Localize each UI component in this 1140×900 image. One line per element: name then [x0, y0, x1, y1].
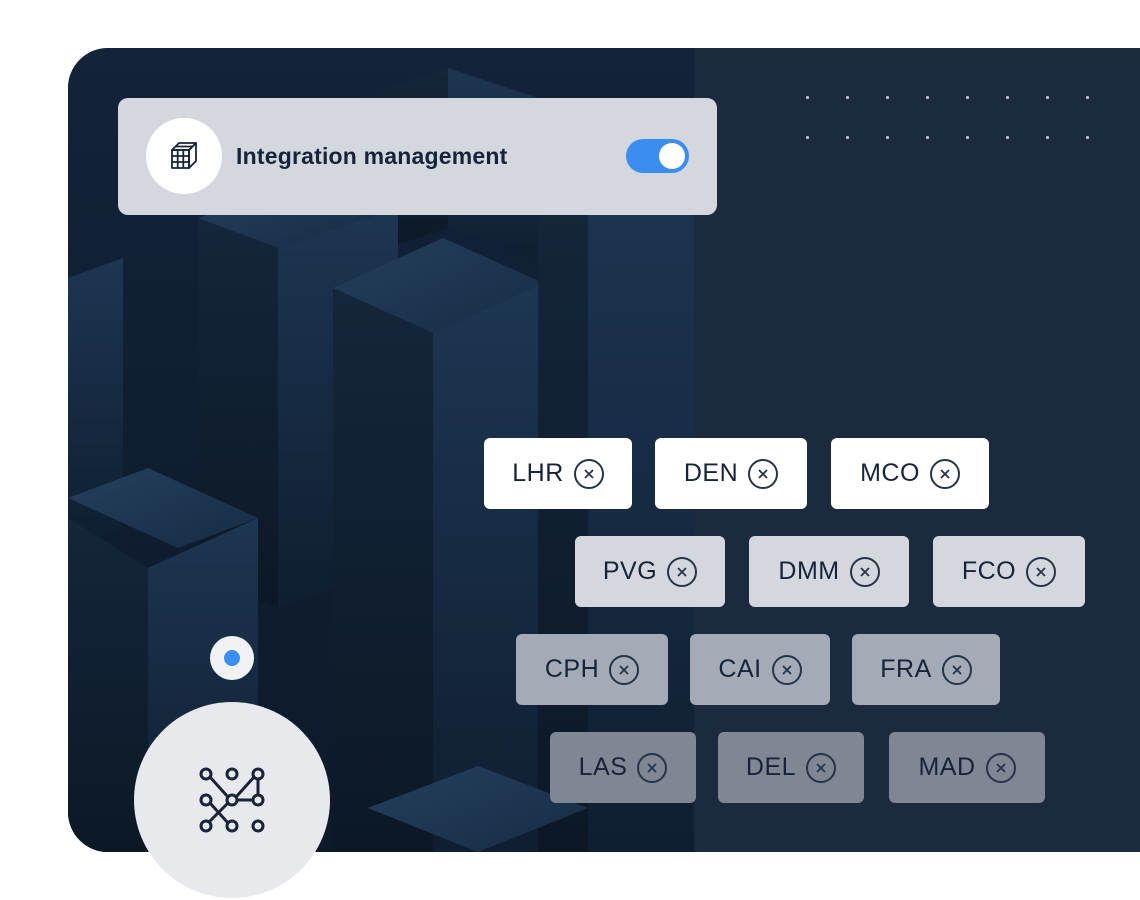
close-icon[interactable] [748, 458, 779, 489]
close-icon[interactable] [573, 458, 604, 489]
chip-label: LAS [578, 753, 628, 781]
chip-label: CPH [544, 655, 600, 683]
close-icon[interactable] [806, 752, 837, 783]
chip-label: FCO [961, 557, 1017, 585]
integration-management-card: Integration management [118, 98, 717, 215]
status-dot-inner [224, 650, 240, 666]
close-icon[interactable] [941, 654, 972, 685]
cube-icon [171, 142, 197, 169]
chip-label: DMM [778, 557, 840, 585]
integration-title: Integration management [236, 143, 508, 169]
chip-label: MCO [860, 459, 920, 487]
close-icon[interactable] [849, 556, 880, 587]
chip-label: PVG [602, 557, 658, 585]
close-icon[interactable] [637, 752, 668, 783]
close-icon[interactable] [667, 556, 698, 587]
chip-mad[interactable]: MAD [889, 732, 1045, 803]
network-badge [134, 702, 330, 898]
chip-label: MAD [918, 753, 976, 781]
close-icon[interactable] [771, 654, 802, 685]
status-dot [210, 636, 254, 680]
chip-lhr[interactable]: LHR [484, 438, 632, 509]
network-nodes-icon [199, 767, 265, 833]
chip-las[interactable]: LAS [550, 732, 696, 803]
close-icon[interactable] [609, 654, 640, 685]
chip-cph[interactable]: CPH [516, 634, 668, 705]
chip-label: DEL [745, 753, 797, 781]
integration-toggle[interactable] [626, 139, 689, 173]
chip-pvg[interactable]: PVG [575, 536, 725, 607]
chip-label: DEN [683, 459, 739, 487]
chip-fco[interactable]: FCO [933, 536, 1085, 607]
cube-icon-badge [146, 118, 222, 194]
toggle-knob [659, 143, 685, 169]
chip-cai[interactable]: CAI [690, 634, 830, 705]
close-icon[interactable] [929, 458, 960, 489]
close-icon[interactable] [1026, 556, 1057, 587]
chip-label: FRA [880, 655, 932, 683]
chip-label: CAI [718, 655, 762, 683]
chip-den[interactable]: DEN [655, 438, 807, 509]
blocks-art [68, 68, 694, 852]
chip-mco[interactable]: MCO [831, 438, 989, 509]
chip-fra[interactable]: FRA [852, 634, 1000, 705]
chip-label: LHR [512, 459, 564, 487]
chip-dmm[interactable]: DMM [749, 536, 909, 607]
close-icon[interactable] [985, 752, 1016, 783]
chip-del[interactable]: DEL [718, 732, 864, 803]
